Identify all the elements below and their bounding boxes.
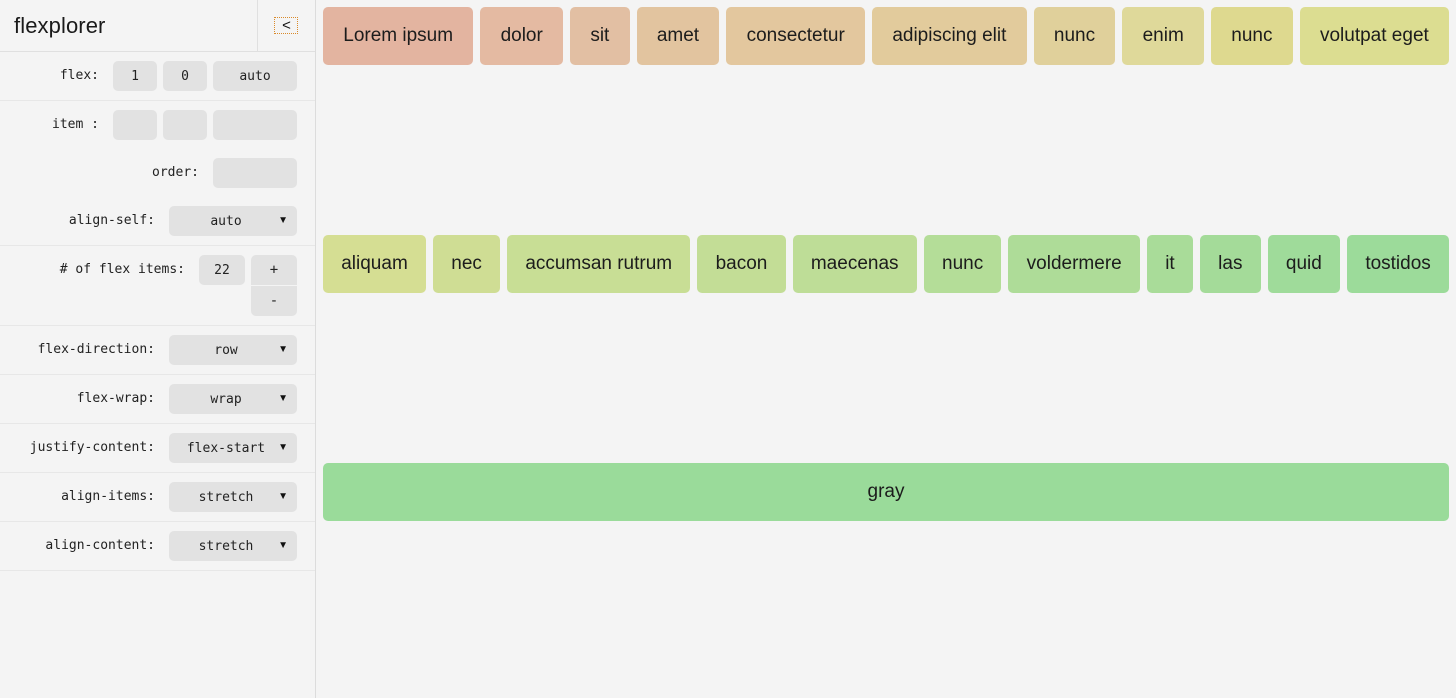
flex-item[interactable]: Lorem ipsum — [323, 7, 474, 65]
align-content-select-wrap: stretch ▼ — [163, 531, 297, 561]
flex-item-label: aliquam — [341, 253, 408, 274]
flex-item-label: nec — [451, 253, 482, 274]
flex-item[interactable]: nunc — [1033, 7, 1116, 65]
flex-item-label: sit — [590, 25, 610, 46]
flex-item-label: las — [1218, 253, 1243, 274]
flex-item[interactable]: sit — [570, 7, 630, 65]
align-content-row: align-content: stretch ▼ — [0, 522, 315, 571]
flex-item-label: dolor — [500, 25, 543, 46]
justify-content-label: justify-content: — [29, 440, 155, 455]
flex-grow-input[interactable] — [113, 61, 157, 91]
flex-direction-select-wrap: row ▼ — [163, 335, 297, 365]
flex-item[interactable]: quid — [1267, 235, 1341, 293]
flex-item-label: amet — [656, 25, 700, 46]
item-settings-group: item : order: align-self: auto ▼ — [0, 101, 315, 246]
align-self-label: align-self: — [68, 213, 155, 228]
flex-item-label: enim — [1142, 25, 1184, 46]
flex-item[interactable]: adipiscing elit — [872, 7, 1027, 65]
flex-item-label: quid — [1285, 253, 1322, 274]
flex-item[interactable]: accumsan rutrum — [507, 235, 691, 293]
flex-wrap-row: flex-wrap: wrap ▼ — [0, 375, 315, 424]
flex-item-label: nunc — [1053, 25, 1096, 46]
align-self-row: align-self: auto ▼ — [0, 197, 315, 245]
increment-button[interactable]: + — [251, 255, 297, 285]
flex-item-label: accumsan rutrum — [525, 253, 673, 274]
align-self-select[interactable]: auto — [169, 206, 297, 236]
flex-item-label: consectetur — [746, 25, 845, 46]
flex-item-label: nunc — [1231, 25, 1273, 46]
order-label: order: — [152, 165, 199, 180]
flex-item[interactable]: nunc — [1211, 7, 1293, 65]
flex-item[interactable]: volutpat eget — [1299, 7, 1450, 65]
flex-item-label: gray — [867, 481, 905, 502]
flex-item-count-label: # of flex items: — [59, 262, 185, 277]
flex-item[interactable]: consectetur — [726, 7, 866, 65]
flex-item-label: it — [1165, 253, 1175, 274]
decrement-button[interactable]: - — [251, 286, 297, 316]
flex-direction-row: flex-direction: row ▼ — [0, 326, 315, 375]
align-content-select[interactable]: stretch — [169, 531, 297, 561]
justify-content-row: justify-content: flex-start ▼ — [0, 424, 315, 473]
flex-shrink-input[interactable] — [163, 61, 207, 91]
app-title: flexplorer — [14, 12, 106, 38]
flex-canvas: Lorem ipsum dolor sit amet consectetur adipis… — [316, 0, 1456, 698]
item-grow-input[interactable] — [113, 110, 157, 140]
flex-container: Lorem ipsum dolor sit amet consectetur adipis… — [323, 7, 1456, 691]
flex-item[interactable]: nec — [433, 235, 501, 293]
flex-item[interactable]: nunc — [923, 235, 1002, 293]
flex-wrap-label: flex-wrap: — [76, 391, 155, 406]
align-content-label: align-content: — [45, 538, 155, 553]
sidebar-collapse-button[interactable]: < — [257, 0, 315, 51]
flex-item[interactable]: aliquam — [323, 235, 427, 293]
order-input[interactable] — [213, 158, 297, 188]
flex-item-label: Lorem ipsum — [343, 25, 454, 46]
flex-item-label: tostidos — [1365, 253, 1431, 274]
flex-item-label: maecenas — [810, 253, 899, 274]
align-items-select-wrap: stretch ▼ — [163, 482, 297, 512]
flex-item[interactable]: enim — [1122, 7, 1205, 65]
flex-item[interactable]: tostidos — [1347, 235, 1450, 293]
flex-wrap-select-wrap: wrap ▼ — [163, 384, 297, 414]
flex-item[interactable]: voldermere — [1008, 235, 1140, 293]
flex-wrap-select[interactable]: wrap — [169, 384, 297, 414]
flex-item[interactable]: dolor — [480, 7, 564, 65]
flex-item-label: adipiscing elit — [892, 25, 1007, 46]
justify-content-select-wrap: flex-start ▼ — [163, 433, 297, 463]
order-row: order: — [0, 149, 315, 197]
align-items-row: align-items: stretch ▼ — [0, 473, 315, 522]
flex-item-label: voldermere — [1026, 253, 1122, 274]
flex-item-label: volutpat eget — [1319, 25, 1429, 46]
sidebar-header: flexplorer < — [0, 0, 315, 52]
sidebar: flexplorer < flex: item : order: — [0, 0, 316, 698]
chevron-left-icon: < — [282, 17, 291, 34]
flex-item-count-stepper: + - — [251, 255, 297, 316]
flex-shorthand-row: flex: — [0, 52, 315, 101]
align-self-select-wrap: auto ▼ — [163, 206, 297, 236]
flex-item-count-input[interactable] — [199, 255, 245, 285]
item-basis-input[interactable] — [213, 110, 297, 140]
flex-item-label: bacon — [715, 253, 768, 274]
flex-basis-input[interactable] — [213, 61, 297, 91]
item-label: item : — [52, 117, 99, 132]
flex-item[interactable]: las — [1199, 235, 1261, 293]
flex-item[interactable]: gray — [323, 463, 1449, 521]
flex-item[interactable]: bacon — [697, 235, 786, 293]
flex-direction-label: flex-direction: — [37, 342, 155, 357]
flex-item[interactable]: amet — [636, 7, 720, 65]
align-items-label: align-items: — [61, 489, 155, 504]
align-items-select[interactable]: stretch — [169, 482, 297, 512]
item-shrink-input[interactable] — [163, 110, 207, 140]
flex-label: flex: — [59, 68, 99, 83]
flex-item[interactable]: maecenas — [792, 235, 917, 293]
item-shorthand-row: item : — [0, 101, 315, 149]
justify-content-select[interactable]: flex-start — [169, 433, 297, 463]
flex-item-count-row: # of flex items: + - — [0, 246, 315, 326]
flex-item-label: nunc — [942, 253, 984, 274]
flex-direction-select[interactable]: row — [169, 335, 297, 365]
flex-item[interactable]: it — [1146, 235, 1193, 293]
